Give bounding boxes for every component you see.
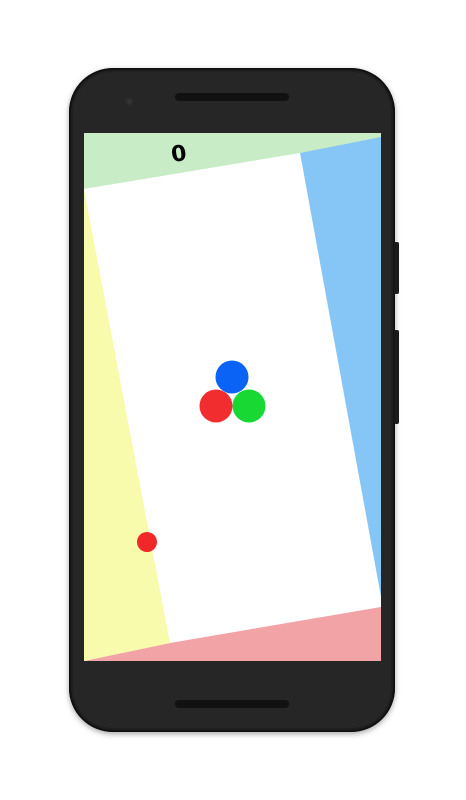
power-button[interactable] [394, 242, 399, 294]
game-canvas[interactable] [84, 133, 381, 661]
blue-zone[interactable] [300, 137, 381, 597]
game-screen[interactable]: 0 [84, 133, 381, 661]
volume-button[interactable] [394, 330, 399, 424]
earpiece-speaker [175, 93, 289, 101]
player-ball[interactable] [137, 532, 157, 552]
red-zone[interactable] [84, 607, 381, 661]
front-camera-icon [125, 97, 134, 106]
game-board[interactable] [84, 153, 381, 643]
green-ball[interactable] [232, 389, 266, 423]
bottom-speaker [175, 700, 289, 708]
red-ball[interactable] [199, 389, 233, 423]
score-counter: 0 [169, 141, 189, 168]
green-zone[interactable] [84, 133, 381, 189]
blue-ball[interactable] [215, 360, 249, 394]
